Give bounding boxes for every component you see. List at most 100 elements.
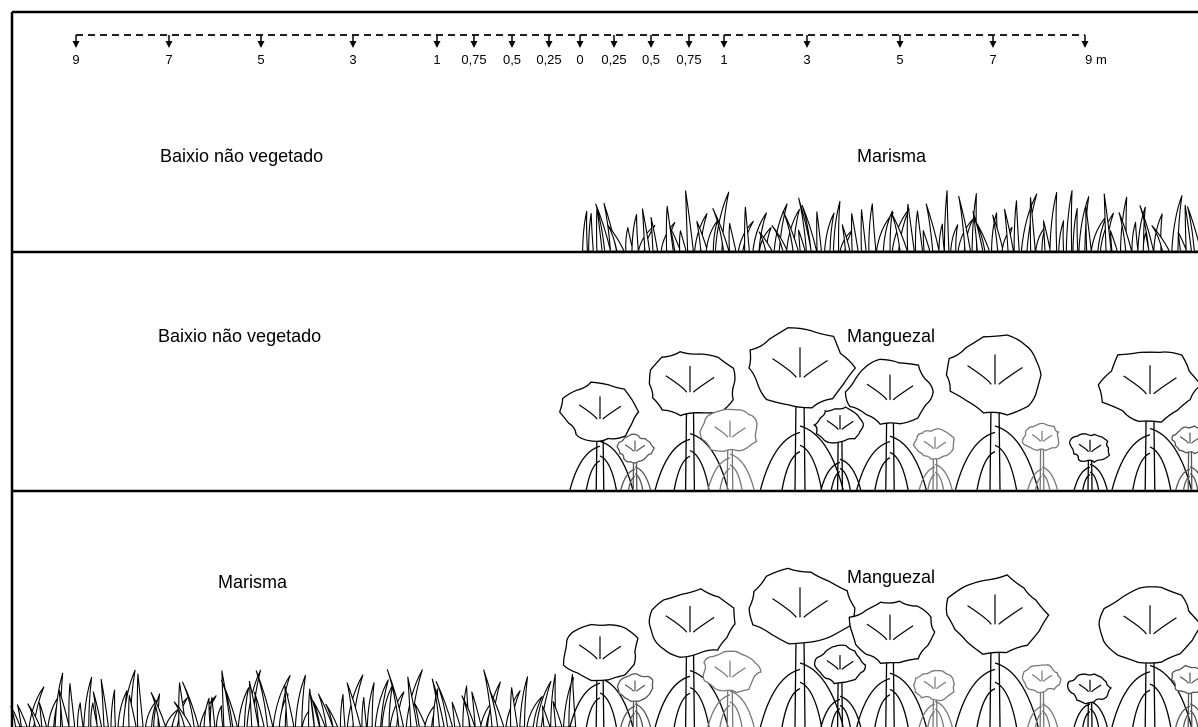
grass-icon [543,706,550,727]
scale-tick-label: 0 [576,52,583,67]
grass-icon [951,225,958,251]
panel2-right-label: Manguezal [847,326,935,347]
grass-icon [111,690,115,727]
grass-icon [1059,221,1064,251]
grass-icon [367,683,374,727]
grass-icon [632,215,638,251]
scale-tick-label: 3 [803,52,810,67]
grass-icon [1044,221,1051,251]
scale-arrow-icon [258,35,265,48]
grass-icon [825,213,834,251]
grass-icon [1073,209,1078,251]
scale-tick-label: 0,5 [503,52,521,67]
grass-icon [1110,231,1117,251]
scale-arrow-icon [166,35,173,48]
grass-icon [129,696,136,727]
grass-icon [137,674,143,727]
scale-tick-label: 3 [349,52,356,67]
mangrove-layer [563,568,1198,727]
grass-icon [679,231,686,251]
grass-icon [101,679,108,727]
grass-layer [583,191,1198,251]
mangrove-tree-icon [1099,587,1198,727]
scale-arrow-icon [350,35,357,48]
scale-tick-label: 7 [989,52,996,67]
scale-tick-label: 9 m [1085,52,1107,67]
mangrove-layer [560,328,1198,490]
grass-icon [520,677,528,727]
scale-arrow-icon [990,35,997,48]
grass-icon [651,218,658,251]
grass-icon [1066,191,1072,251]
grass-icon [204,698,210,727]
mangrove-tree-icon [700,409,757,490]
grass-icon [907,204,914,251]
scale-arrow-icon [1082,35,1089,48]
grass-icon [452,702,460,727]
grass-icon [944,191,949,251]
scale-arrow-icon [577,35,584,48]
scale-arrow-icon [546,35,553,48]
mangrove-tree-icon [914,671,955,727]
grass-icon [833,201,839,251]
scale-tick-label: 1 [720,52,727,67]
grass-icon [1014,201,1019,251]
scale-tick-label: 5 [896,52,903,67]
grass-icon [510,688,517,727]
grass-icon [589,213,594,251]
panel3-right-label: Manguezal [847,567,935,588]
grass-icon [583,211,588,251]
grass-icon [1050,193,1057,251]
mangrove-tree-icon [946,335,1041,490]
grass-icon [39,703,46,727]
mangrove-tree-icon [913,429,954,490]
scale-arrow-icon [897,35,904,48]
grass-icon [216,706,223,727]
grass-icon [77,703,83,727]
scale-arrow-icon [471,35,478,48]
grass-icon [686,191,694,251]
mangrove-tree-icon [1171,666,1198,727]
scale-tick-label: 0,5 [642,52,660,67]
grass-icon [939,224,944,251]
scale-arrow-icon [611,35,618,48]
grass-icon [69,684,75,727]
mangrove-tree-icon [1172,426,1198,490]
panel2-left-label: Baixio não vegetado [158,326,321,347]
scale-arrow-icon [509,35,516,48]
grass-icon [1086,206,1092,251]
scale-arrow-icon [648,35,655,48]
grass-icon [340,695,345,727]
mangrove-tree-icon [703,651,761,727]
mangrove-tree-icon [814,407,863,490]
scale-tick-label: 7 [165,52,172,67]
scale-tick-label: 0,75 [461,52,486,67]
grass-icon [915,211,922,251]
mangrove-tree-icon [1068,674,1111,727]
grass-icon [362,698,367,727]
scale-arrow-icon [721,35,728,48]
scale-arrows [73,35,1089,48]
grass-icon [285,686,294,727]
scale-tick-label: 0,75 [676,52,701,67]
panel1-left-label: Baixio não vegetado [160,146,323,167]
mangrove-tree-icon [946,575,1048,727]
grass-icon [210,697,215,727]
panel1-right-label: Marisma [857,146,926,167]
scale-tick-label: 5 [257,52,264,67]
mangrove-tree-icon [1022,423,1058,490]
grass-layer [11,670,576,727]
mangrove-tree-icon [1098,352,1198,490]
scale-arrow-icon [804,35,811,48]
scale-tick-label: 0,25 [601,52,626,67]
grass-icon [729,224,736,251]
scale-tick-label: 0,25 [536,52,561,67]
grass-icon [817,212,822,251]
scale-tick-label: 9 [72,52,79,67]
scale-arrow-icon [434,35,441,48]
grass-icon [861,210,866,251]
grass-icon [869,204,876,251]
grass-icon [1132,222,1138,251]
